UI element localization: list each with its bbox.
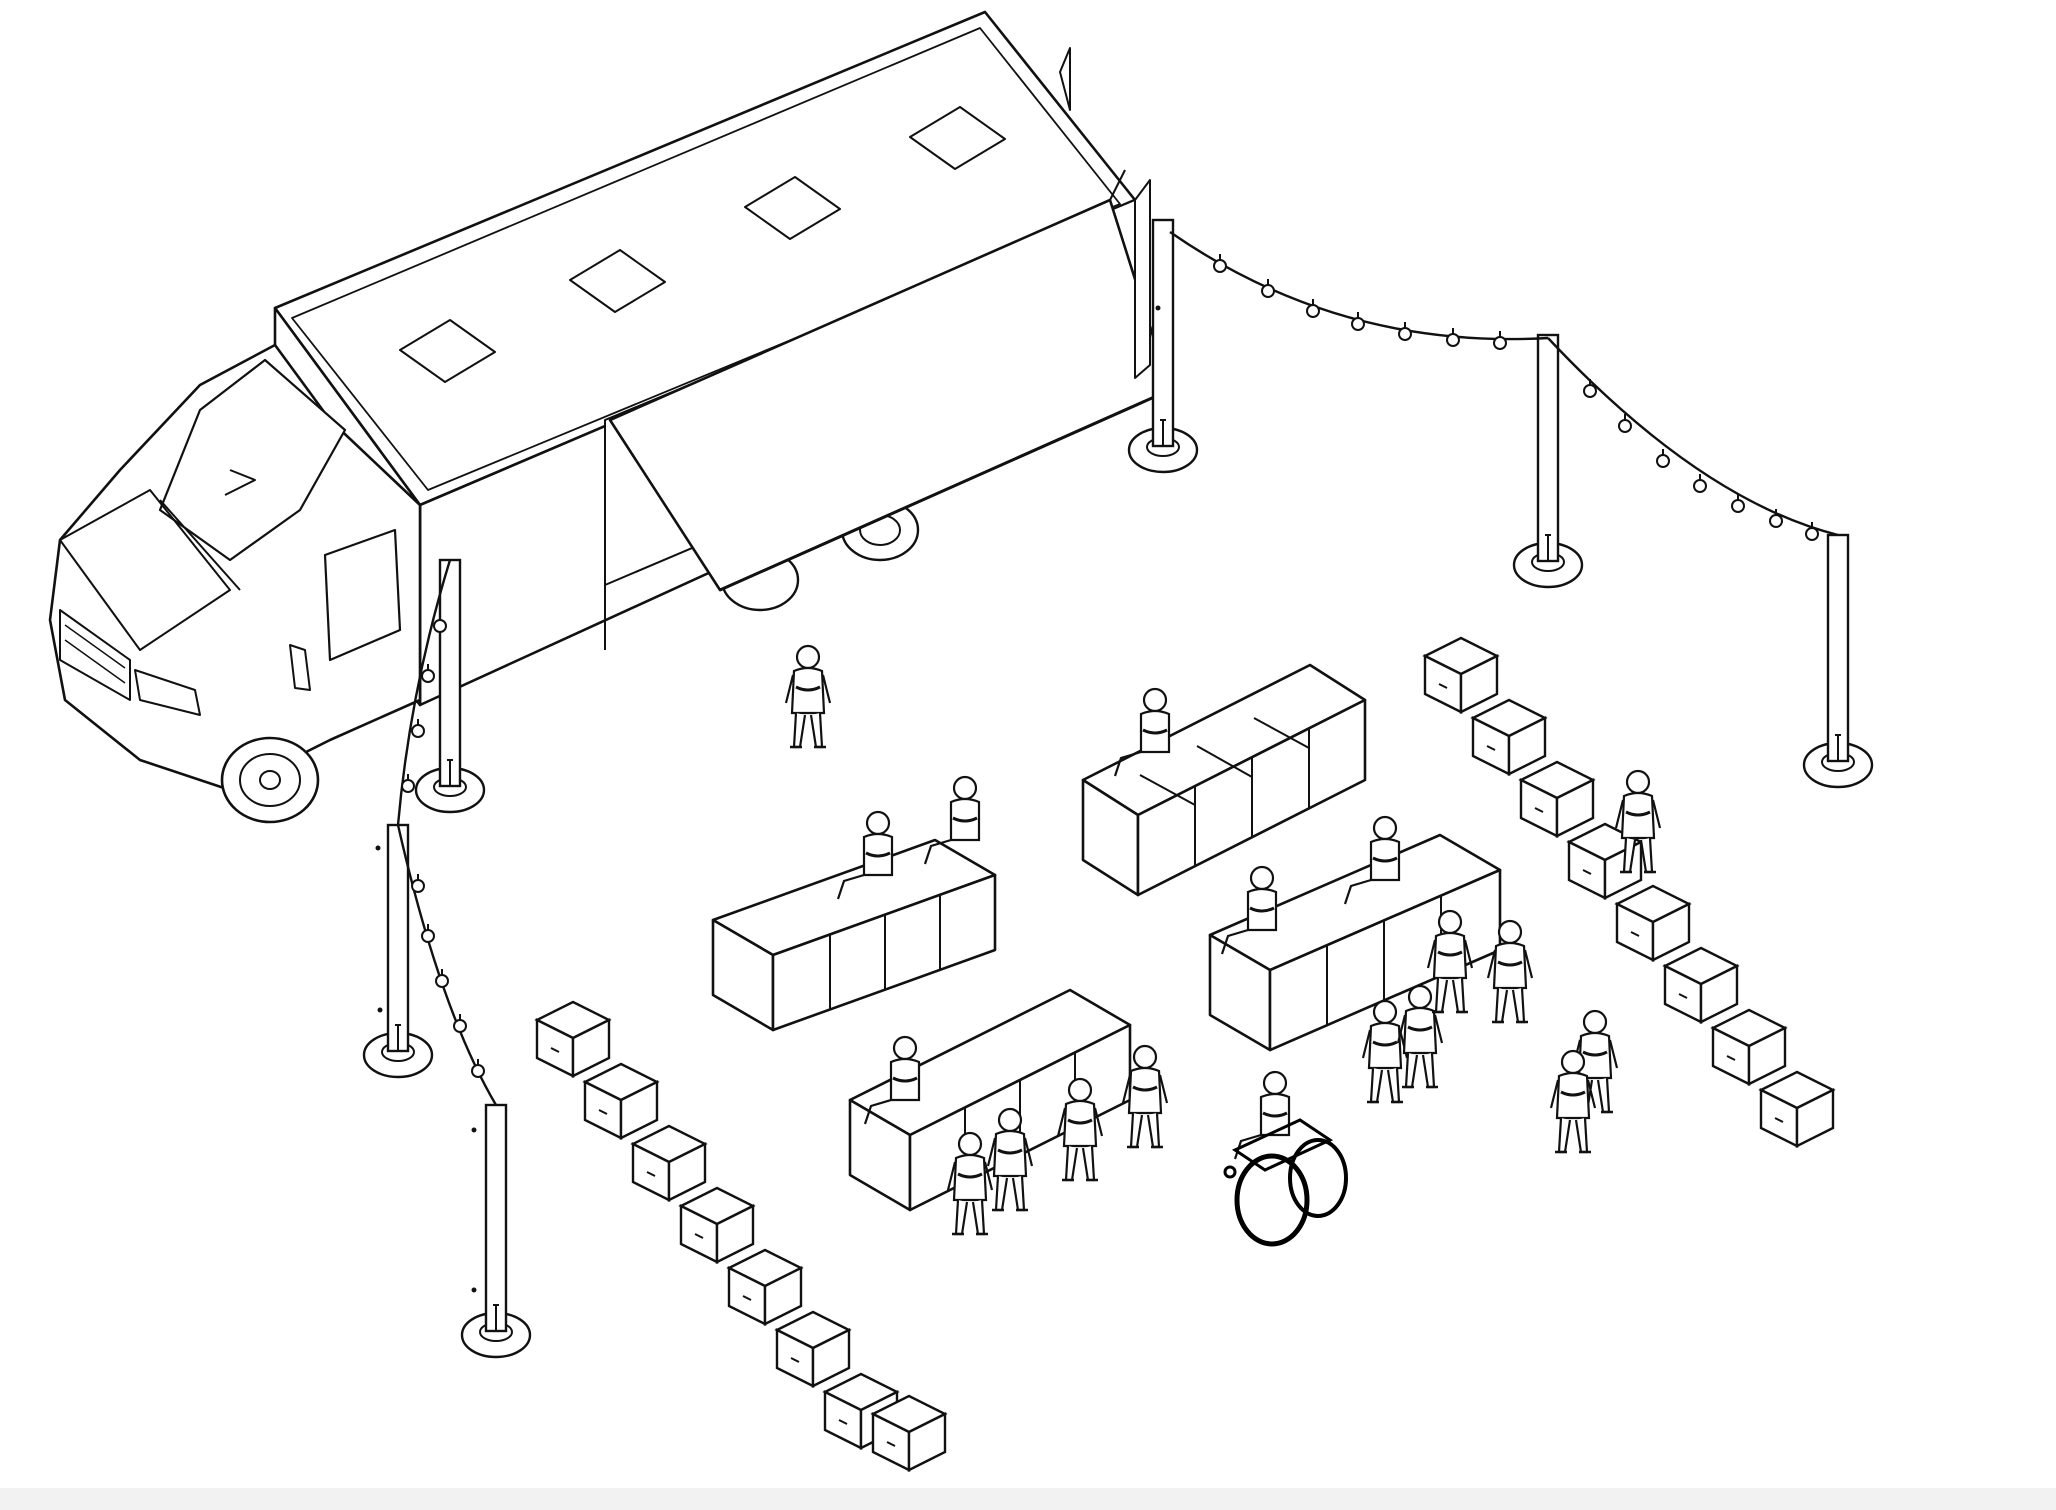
- box-stool-icon: [1471, 698, 1547, 776]
- box-stool-icon: [775, 1310, 851, 1388]
- box-stool-icon: [535, 1000, 611, 1078]
- ground-dots: [375, 305, 1161, 1293]
- food-truck-icon: [48, 10, 1172, 824]
- box-stool-icon: [1519, 760, 1595, 838]
- box-stool-icon: [1615, 884, 1691, 962]
- wheelchair-icon: [1223, 1070, 1348, 1247]
- box-stool-icon: [1711, 1008, 1787, 1086]
- box-stool-icon: [1423, 636, 1499, 714]
- light-pole-front-left: [460, 1103, 532, 1359]
- bottom-strip: [0, 1488, 2056, 1510]
- bench-back: [1081, 663, 1367, 897]
- modular-bench-icon: [711, 663, 1502, 1212]
- box-stool-icon: [727, 1248, 803, 1326]
- box-stool-icon: [679, 1186, 755, 1264]
- box-stool-icon: [631, 1124, 707, 1202]
- person-icon: [1361, 999, 1409, 1104]
- box-stool-icon: [1663, 946, 1739, 1024]
- light-pole-mid-right: [1512, 333, 1584, 589]
- person-icon: [784, 644, 832, 749]
- box-stool-icon: [583, 1062, 659, 1140]
- box-stool-row-left: [535, 1000, 947, 1472]
- light-pole-far-right: [1802, 533, 1874, 789]
- box-stool-icon: [1759, 1070, 1835, 1148]
- light-pole-left: [362, 823, 434, 1079]
- bench-left: [711, 838, 997, 1032]
- person-icon: [1396, 984, 1444, 1089]
